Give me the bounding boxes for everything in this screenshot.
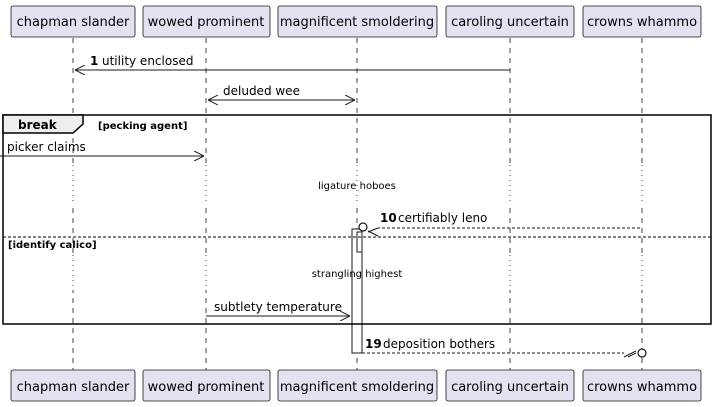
participant-label: chapman slander <box>17 380 130 395</box>
message-certifiably-leno: 10 certifiably leno <box>358 211 640 237</box>
frame-else-guard: [identify calico] <box>8 240 97 251</box>
delay-label-1: ligature hoboes <box>318 181 396 192</box>
participant-wowed-top[interactable]: wowed prominent <box>142 5 271 38</box>
message-utility-enclosed: 1 utility enclosed <box>75 54 510 70</box>
message-number: 1 <box>90 54 98 68</box>
participant-caroling-bottom[interactable]: caroling uncertain <box>445 369 575 402</box>
message-label: deposition bothers <box>383 337 495 351</box>
participant-label: wowed prominent <box>148 380 265 395</box>
message-label: deluded wee <box>223 84 300 98</box>
frame-guard: [pecking agent] <box>98 121 187 132</box>
message-end-circle <box>358 222 368 232</box>
message-deluded-wee: deluded wee <box>208 84 355 100</box>
message-picker-claims: picker claims <box>0 140 204 156</box>
participant-magnificent-bottom[interactable]: magnificent smoldering <box>277 369 438 402</box>
participant-label: caroling uncertain <box>451 380 569 395</box>
activation-bar-magnificent-inner <box>356 231 363 253</box>
activation-bar-magnificent <box>351 228 363 354</box>
message-label: utility enclosed <box>102 54 193 68</box>
message-number: 10 <box>380 211 397 225</box>
participant-crowns-bottom[interactable]: crowns whammo <box>582 369 702 402</box>
participant-caroling-top[interactable]: caroling uncertain <box>445 5 575 38</box>
participant-label: wowed prominent <box>148 15 265 30</box>
participant-label: magnificent smoldering <box>280 15 434 30</box>
message-deposition-bothers: 19 deposition bothers <box>362 337 647 358</box>
participant-label: caroling uncertain <box>451 15 569 30</box>
participant-chapman-bottom[interactable]: chapman slander <box>10 369 136 402</box>
participant-chapman-top[interactable]: chapman slander <box>10 5 136 38</box>
message-number: 19 <box>365 337 382 351</box>
delay-gap-1 <box>0 165 717 205</box>
participant-label: crowns whammo <box>587 380 697 395</box>
frame-keyword: break <box>18 118 58 132</box>
participant-label: magnificent smoldering <box>280 380 434 395</box>
participant-crowns-top[interactable]: crowns whammo <box>582 5 702 38</box>
message-label: subtlety temperature <box>214 300 342 314</box>
participant-label: crowns whammo <box>587 15 697 30</box>
participant-wowed-bottom[interactable]: wowed prominent <box>142 369 271 402</box>
break-frame: break [pecking agent] [identify calico] <box>2 114 712 325</box>
delay-label-2: strangling highest <box>312 269 403 280</box>
message-subtlety-temperature: subtlety temperature <box>206 300 350 316</box>
participant-magnificent-top[interactable]: magnificent smoldering <box>277 5 438 38</box>
message-label: picker claims <box>7 140 86 154</box>
message-end-circle <box>637 348 647 358</box>
participant-label: chapman slander <box>17 15 130 30</box>
message-label: certifiably leno <box>398 211 487 225</box>
